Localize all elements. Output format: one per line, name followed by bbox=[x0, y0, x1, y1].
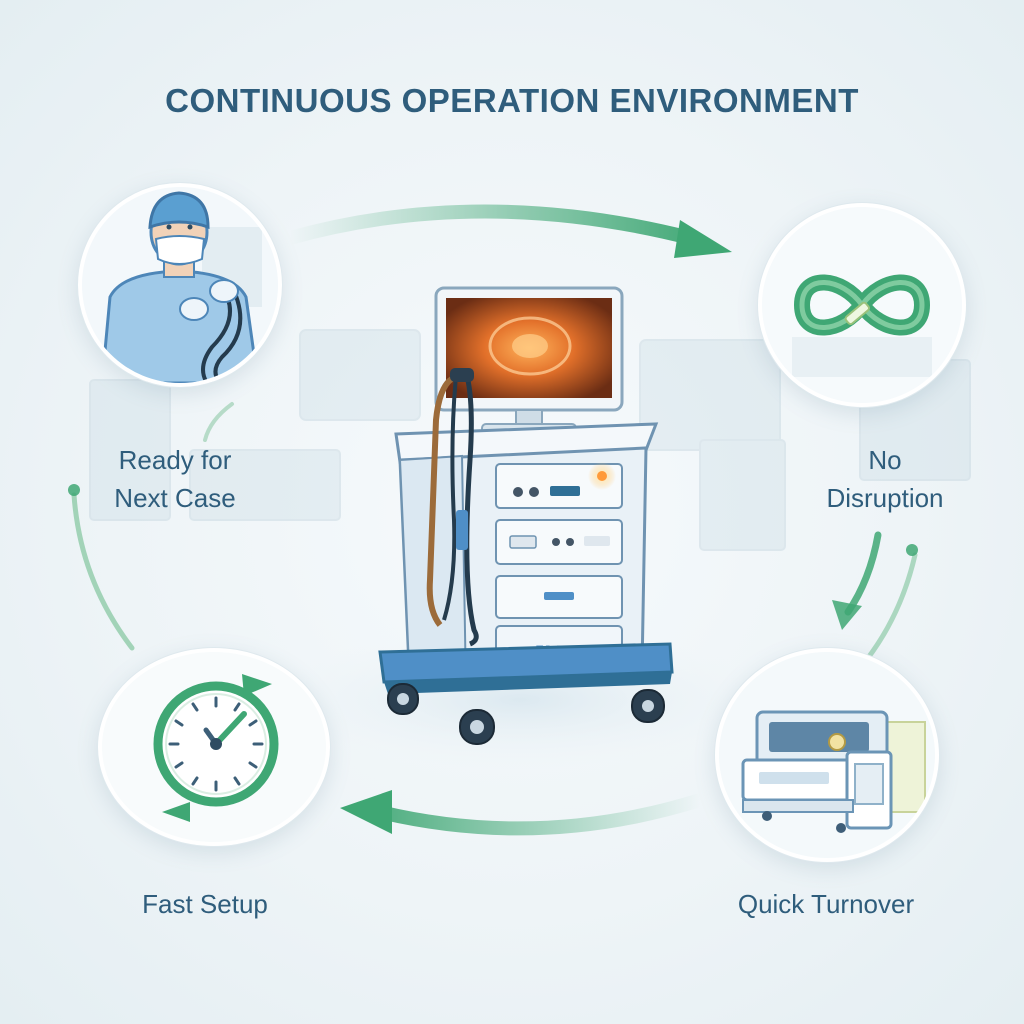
clinician-with-endoscope-icon bbox=[82, 187, 278, 383]
step-fast-setup-label: Fast Setup bbox=[142, 889, 268, 919]
step-quick-turnover-circle bbox=[715, 648, 939, 862]
step-no-disruption-circle bbox=[758, 203, 966, 407]
step-ready-line1: Ready for bbox=[118, 445, 232, 475]
page-title: CONTINUOUS OPERATION ENVIRONMENT bbox=[165, 82, 859, 119]
step-quick-turnover-label: Quick Turnover bbox=[737, 889, 915, 919]
step-ready-line2: Next Case bbox=[114, 483, 236, 513]
infinity-loop-icon bbox=[762, 207, 962, 403]
step-ready-circle bbox=[78, 183, 282, 387]
step-no-disruption-label: No Disruption bbox=[790, 441, 980, 517]
reprocessor-machine-icon bbox=[719, 652, 935, 858]
cart-wheels bbox=[387, 683, 665, 745]
step-no-disruption-line2: Disruption bbox=[826, 483, 944, 513]
step-no-disruption-line1: No bbox=[868, 445, 902, 475]
step-ready-label: Ready for Next Case bbox=[80, 441, 270, 517]
step-fast-setup-circle bbox=[98, 648, 330, 846]
clock-refresh-icon bbox=[102, 652, 326, 842]
endoscopy-cart: JUYI bbox=[378, 286, 674, 745]
